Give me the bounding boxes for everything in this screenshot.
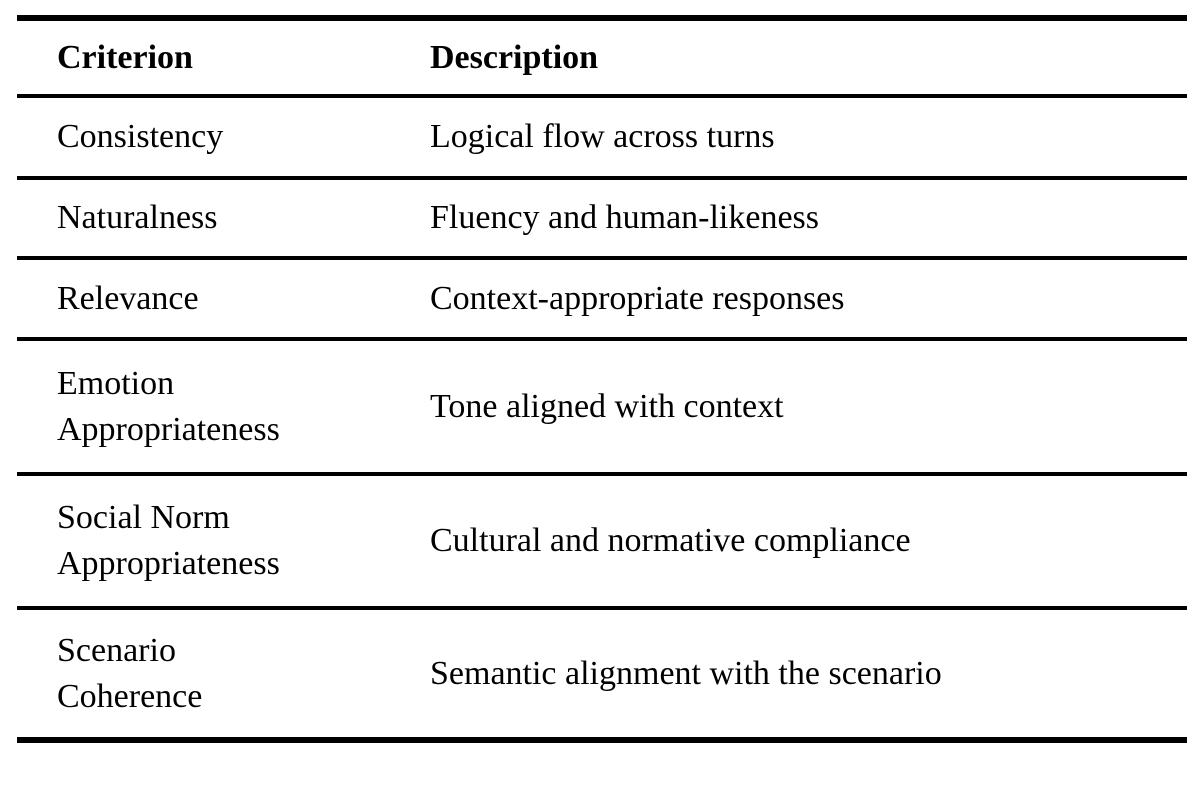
description-cell: Cultural and normative compliance [430, 522, 911, 559]
criterion-cell: Naturalness [57, 199, 218, 236]
criterion-cell: Relevance [57, 279, 199, 317]
table-row: Naturalness Fluency and human-likeness [17, 178, 1187, 258]
description-cell: Fluency and human-likeness [430, 199, 820, 236]
criterion-cell: Emotion Appropriateness [57, 364, 280, 448]
table-row: Scenario Coherence Semantic alignment wi… [17, 608, 1187, 740]
column-header-description: Description [430, 38, 599, 76]
table-row: Relevance Context-appropriate responses [17, 258, 1187, 339]
table-row: Consistency Logical flow across turns [17, 96, 1187, 178]
table-row: Emotion Appropriateness Tone aligned wit… [17, 339, 1187, 474]
column-header-criterion: Criterion [57, 38, 193, 76]
criterion-cell: Consistency [57, 118, 224, 155]
description-cell: Tone aligned with context [430, 387, 784, 425]
criterion-cell: Scenario Coherence [57, 631, 203, 715]
criterion-cell: Social Norm Appropriateness [57, 499, 280, 582]
table-header-row: Criterion Description [17, 18, 1187, 96]
evaluation-criteria-table: Criterion Description Consistency Logica… [17, 15, 1187, 743]
table-row: Social Norm Appropriateness Cultural and… [17, 474, 1187, 608]
description-cell: Logical flow across turns [430, 118, 775, 155]
description-cell: Semantic alignment with the scenario [430, 654, 942, 692]
description-cell: Context-appropriate responses [430, 279, 845, 317]
